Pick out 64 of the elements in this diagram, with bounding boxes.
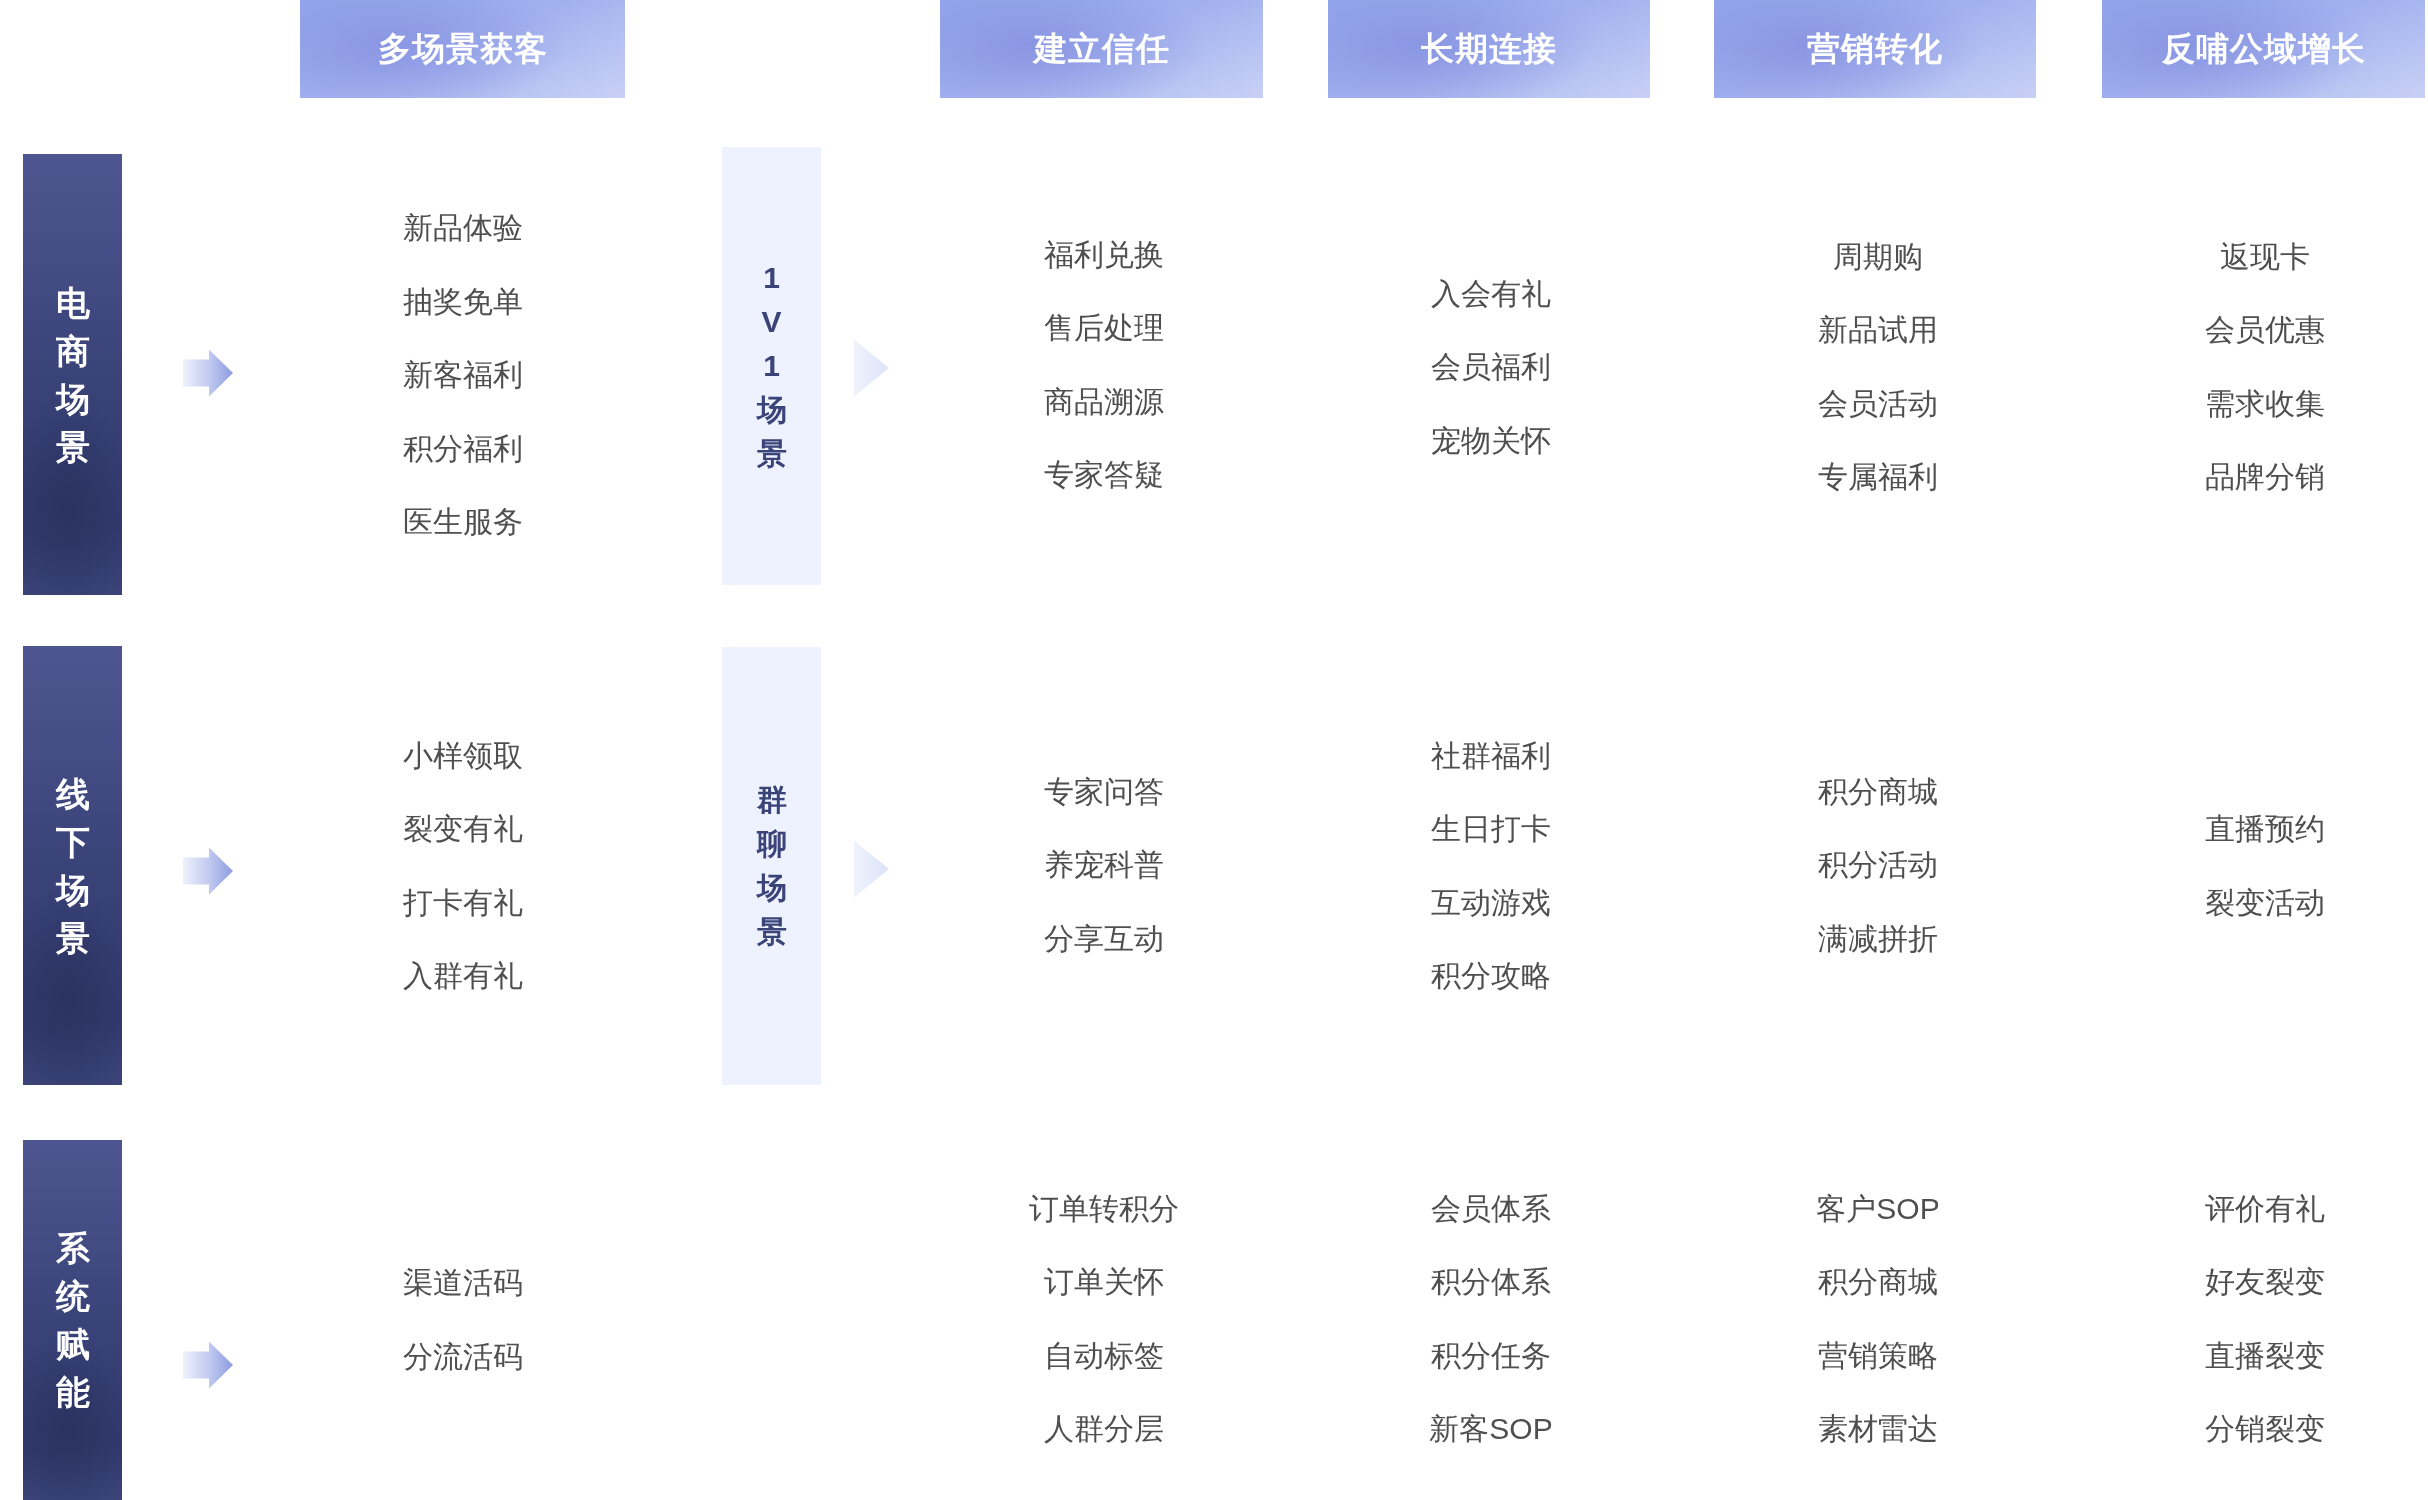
- item-text: 订单关怀: [1044, 1264, 1164, 1301]
- item-text: 返现卡: [2220, 238, 2310, 275]
- item-text: 养宠科普: [1044, 847, 1164, 883]
- item-text: 订单转积分: [1029, 1190, 1179, 1227]
- item-text: 专家答疑: [1044, 457, 1164, 494]
- item-text: 医生服务: [403, 504, 523, 540]
- category-bar: 系统赋能: [23, 1140, 122, 1500]
- item-text: 会员体系: [1431, 1190, 1551, 1227]
- header-banner: 长期连接: [1328, 0, 1650, 98]
- item-text: 互动游戏: [1431, 884, 1551, 921]
- header-banner: 建立信任: [940, 0, 1263, 98]
- item-text: 裂变活动: [2205, 884, 2325, 921]
- item-text: 福利兑换: [1044, 236, 1164, 273]
- item-text: 积分攻略: [1431, 958, 1551, 995]
- category-bar: 电商场景: [23, 154, 122, 595]
- item-text: 新客福利: [403, 357, 523, 393]
- item-text: 分享互动: [1044, 920, 1164, 957]
- item-text: 积分福利: [403, 430, 523, 467]
- item-text: 小样领取: [403, 737, 523, 774]
- item-text: 自动标签: [1044, 1337, 1164, 1374]
- item-text: 积分体系: [1431, 1264, 1551, 1301]
- item-text: 售后处理: [1044, 310, 1164, 347]
- item-text: 打卡有礼: [403, 884, 523, 921]
- item-text: 客户SOP: [1816, 1190, 1940, 1227]
- item-text: 积分商城: [1818, 1264, 1938, 1301]
- item-text: 专家问答: [1044, 773, 1164, 810]
- scene-bar: 1V1场景: [722, 147, 821, 585]
- item-text: 积分活动: [1818, 847, 1938, 883]
- item-text: 会员福利: [1431, 349, 1551, 385]
- item-text: 直播裂变: [2205, 1337, 2325, 1374]
- item-text: 分销裂变: [2205, 1411, 2325, 1448]
- item-text: 会员优惠: [2205, 312, 2325, 349]
- item-text: 入群有礼: [403, 958, 523, 995]
- item-text: 周期购: [1833, 238, 1923, 275]
- item-text: 积分任务: [1431, 1337, 1551, 1374]
- item-text: 宠物关怀: [1431, 422, 1551, 459]
- item-text: 会员活动: [1818, 385, 1938, 422]
- item-text: 抽奖免单: [403, 283, 523, 320]
- item-text: 人群分层: [1044, 1411, 1164, 1448]
- item-text: 直播预约: [2205, 811, 2325, 848]
- item-text: 渠道活码: [403, 1265, 523, 1302]
- item-text: 需求收集: [2205, 385, 2325, 422]
- item-text: 满减拼折: [1818, 920, 1938, 957]
- item-text: 社群福利: [1431, 737, 1551, 774]
- category-bar: 线下场景: [23, 646, 122, 1085]
- item-text: 积分商城: [1818, 773, 1938, 810]
- item-text: 分流活码: [403, 1338, 523, 1375]
- item-text: 素材雷达: [1818, 1411, 1938, 1448]
- item-text: 商品溯源: [1044, 383, 1164, 420]
- item-text: 品牌分销: [2205, 459, 2325, 496]
- item-text: 裂变有礼: [403, 811, 523, 848]
- item-text: 生日打卡: [1431, 811, 1551, 848]
- header-banner: 营销转化: [1714, 0, 2036, 98]
- item-text: 新品试用: [1818, 312, 1938, 349]
- item-text: 评价有礼: [2205, 1190, 2325, 1227]
- item-text: 入会有礼: [1431, 275, 1551, 312]
- item-text: 新品体验: [403, 210, 523, 246]
- item-text: 专属福利: [1818, 459, 1938, 496]
- scene-bar: 群聊场景: [722, 647, 821, 1085]
- item-text: 新客SOP: [1429, 1411, 1553, 1448]
- item-text: 好友裂变: [2205, 1264, 2325, 1301]
- item-text: 营销策略: [1818, 1337, 1938, 1374]
- header-banner: 多场景获客: [300, 0, 625, 98]
- header-banner: 反哺公域增长: [2102, 0, 2425, 98]
